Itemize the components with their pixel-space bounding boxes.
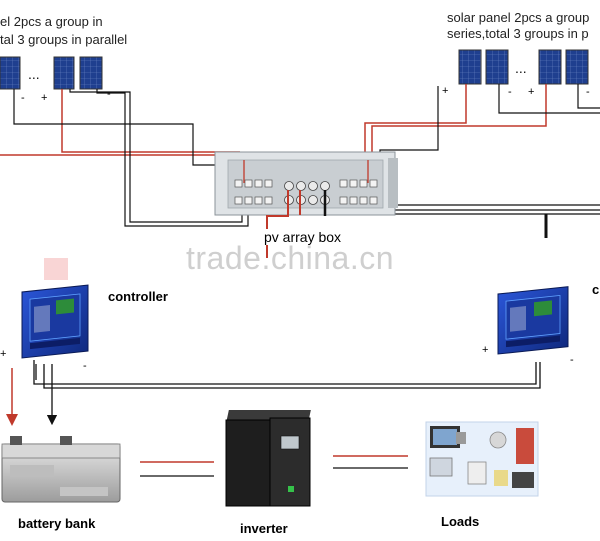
controller-label: controller (108, 289, 168, 304)
right-panel-plus-sign: + (528, 86, 535, 98)
solar-panel (79, 56, 103, 90)
negative-wire (498, 84, 600, 114)
negative-wire (577, 84, 600, 109)
battery-terminal (60, 436, 72, 445)
solar-panel (53, 56, 75, 90)
fridge-appliance (516, 428, 534, 464)
positive-wire (371, 84, 547, 168)
loads-label: Loads (441, 514, 480, 529)
washer-appliance (467, 461, 487, 485)
battery-plate (10, 465, 54, 477)
inverter-front (269, 417, 311, 507)
fan-appliance (489, 431, 507, 449)
solar-panel (485, 49, 509, 85)
controller-right-device (497, 286, 569, 355)
inverter-side (225, 419, 271, 507)
positive-wire (0, 154, 241, 168)
right-array-caption-line1: solar panel 2pcs a group (447, 10, 590, 25)
lamp-appliance (494, 470, 508, 486)
controller-right-label: c (592, 282, 600, 297)
controller-left-minus-sign: - (83, 360, 87, 372)
inverter-label: inverter (240, 521, 288, 536)
right-panel-minus-sign: - (508, 86, 512, 98)
left-panel-minus-sign: - (21, 92, 25, 104)
battery-bank-label: battery bank (18, 516, 96, 531)
positive-wire (364, 84, 467, 168)
tv-screen (433, 429, 457, 445)
battery-bank-device (1, 436, 121, 503)
pv-array-box-label: pv array box (262, 229, 344, 245)
kettle-appliance (456, 432, 466, 444)
positive-wire (61, 89, 240, 153)
right-ellipsis: ... (515, 60, 527, 76)
right-solar-array (458, 49, 589, 85)
controller-red-glow (44, 258, 68, 280)
loads-collage (425, 421, 539, 497)
left-array-caption-line1: el 2pcs a group in (0, 14, 103, 29)
negative-wire (69, 89, 243, 223)
right-array-caption-line2: series,total 3 groups in p (447, 26, 589, 41)
pv-array-box (214, 151, 398, 216)
solar-panel (0, 56, 21, 90)
watermark-text: trade.china.cn (186, 240, 395, 276)
inverter-led (288, 486, 294, 492)
controller-right-plus-sign: + (482, 344, 489, 356)
right-panel-minus-sign: - (586, 86, 590, 98)
controller-right-minus-sign: - (570, 354, 574, 366)
left-solar-array (0, 56, 103, 90)
terminal-row-bottom (234, 196, 378, 205)
controller-left-plus-sign: + (0, 348, 7, 360)
solar-panel (565, 49, 589, 85)
negative-wire (13, 89, 238, 166)
computer-appliance (429, 457, 453, 477)
inverter-device (225, 410, 311, 507)
right-panel-wires (364, 84, 600, 215)
controller-wires (6, 360, 541, 426)
microwave-appliance (512, 472, 534, 488)
battery-plate (60, 487, 108, 496)
battery-lid (1, 443, 121, 459)
inverter-display (280, 435, 300, 450)
controller-left-device (21, 258, 89, 359)
battery-terminal (10, 436, 22, 445)
solar-panel (458, 49, 482, 85)
left-panel-plus-sign: + (41, 92, 48, 104)
ac-wires (140, 455, 408, 477)
pv-box-flange (388, 158, 398, 208)
terminal-row-top (234, 179, 378, 188)
left-array-caption-line2: tal 3 groups in parallel (0, 32, 128, 47)
left-ellipsis: ... (28, 66, 40, 82)
negative-wire (33, 360, 537, 385)
left-panel-wires (0, 89, 249, 227)
negative-wire (43, 362, 541, 389)
right-panel-plus-sign: + (442, 85, 449, 97)
solar-panel (538, 49, 562, 85)
left-panel-minus-sign: - (107, 88, 111, 100)
